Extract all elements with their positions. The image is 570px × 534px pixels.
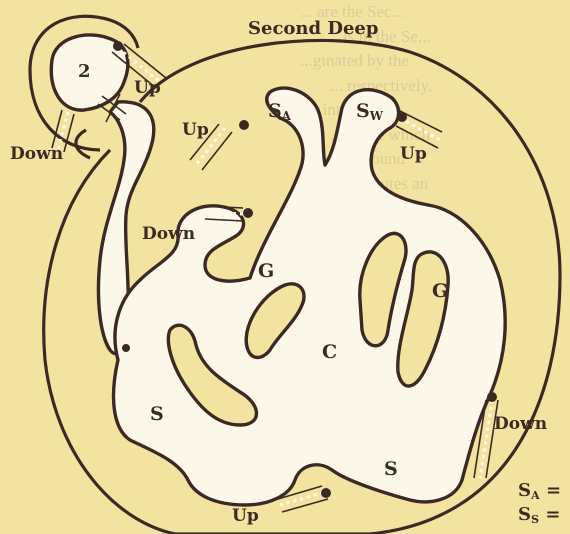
legend-sa: SA =	[518, 482, 561, 501]
area-sw-sub: W	[370, 109, 383, 123]
stair-up-bottom-label: Up	[232, 508, 259, 525]
passage-marker	[243, 208, 253, 218]
legend-ss-value: =	[545, 504, 560, 525]
legend-sa-sub: A	[531, 489, 540, 502]
stair-down-right-label: Down	[494, 416, 547, 433]
passage-marker	[113, 41, 123, 51]
area-sw-label: SW	[356, 102, 383, 123]
area-sa-sub: A	[282, 109, 291, 123]
connector-tunnel-wall-inner	[76, 130, 90, 158]
area-g-left-label: G	[258, 262, 274, 281]
area-c-label: C	[322, 343, 337, 362]
passage-marker	[122, 344, 130, 352]
passage-marker	[321, 488, 331, 498]
legend-ss-sub: S	[531, 513, 539, 526]
passage-marker	[239, 120, 249, 130]
legend-ss-main: S	[518, 504, 531, 525]
area-s-right-label: S	[384, 460, 398, 479]
map-title: Second Deep	[248, 20, 378, 38]
stair-down-left-label: Down	[10, 146, 63, 163]
stair-up-top-label: Up	[134, 80, 161, 97]
area-sa-main: S	[268, 100, 282, 122]
area-sa-label: SA	[268, 102, 291, 123]
area-sw-main: S	[356, 100, 370, 122]
stair-up-sw-label: Up	[400, 146, 427, 163]
legend-sa-main: S	[518, 480, 531, 501]
area-s-left-label: S	[150, 405, 164, 424]
passage-marker	[397, 112, 407, 122]
chamber-2-label: 2	[78, 63, 91, 81]
legend-sa-value: =	[546, 480, 561, 501]
stair-up-left-label: Up	[182, 122, 209, 139]
stair-down-mid-label: Down	[142, 226, 195, 243]
area-g-right-label: G	[432, 282, 448, 301]
legend-ss: SS =	[518, 506, 560, 525]
passage-marker	[487, 392, 497, 402]
